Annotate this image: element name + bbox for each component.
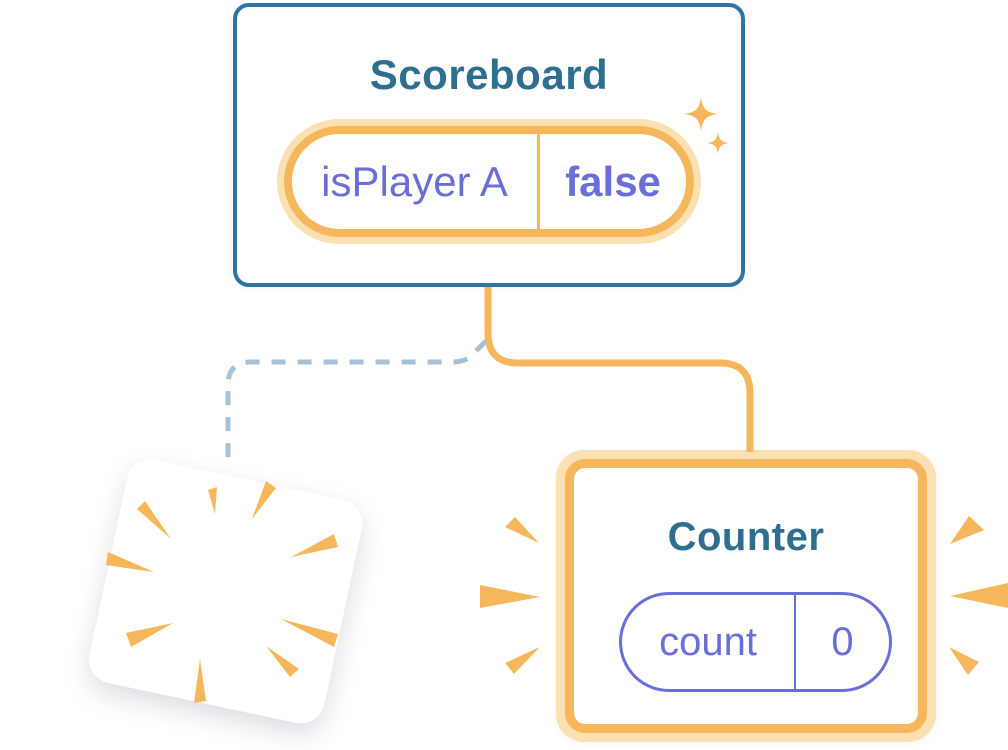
- scoreboard-state-pill-inner: isPlayer A false: [284, 126, 694, 237]
- counter-card-inner: Counter count 0: [565, 459, 927, 733]
- emphasis-rays-left-icon: [480, 517, 540, 674]
- counter-card: Counter count 0: [556, 450, 936, 742]
- scoreboard-state-pill: isPlayer A false: [277, 119, 701, 244]
- emphasis-rays-right-icon: [949, 516, 1008, 675]
- dashed-connector-line: [225, 339, 488, 459]
- state-value-label: false: [565, 157, 661, 205]
- counter-state-pill: count 0: [619, 592, 892, 692]
- count-value-label: 0: [831, 619, 854, 664]
- scoreboard-card: Scoreboard isPlayer A false: [233, 3, 745, 287]
- count-key-label: count: [622, 595, 797, 689]
- scoreboard-title: Scoreboard: [369, 51, 609, 98]
- solid-connector-line: [484, 287, 754, 452]
- destroyed-component-card: [84, 455, 367, 728]
- state-key-label: isPlayer A: [292, 134, 541, 229]
- counter-title: Counter: [667, 515, 825, 559]
